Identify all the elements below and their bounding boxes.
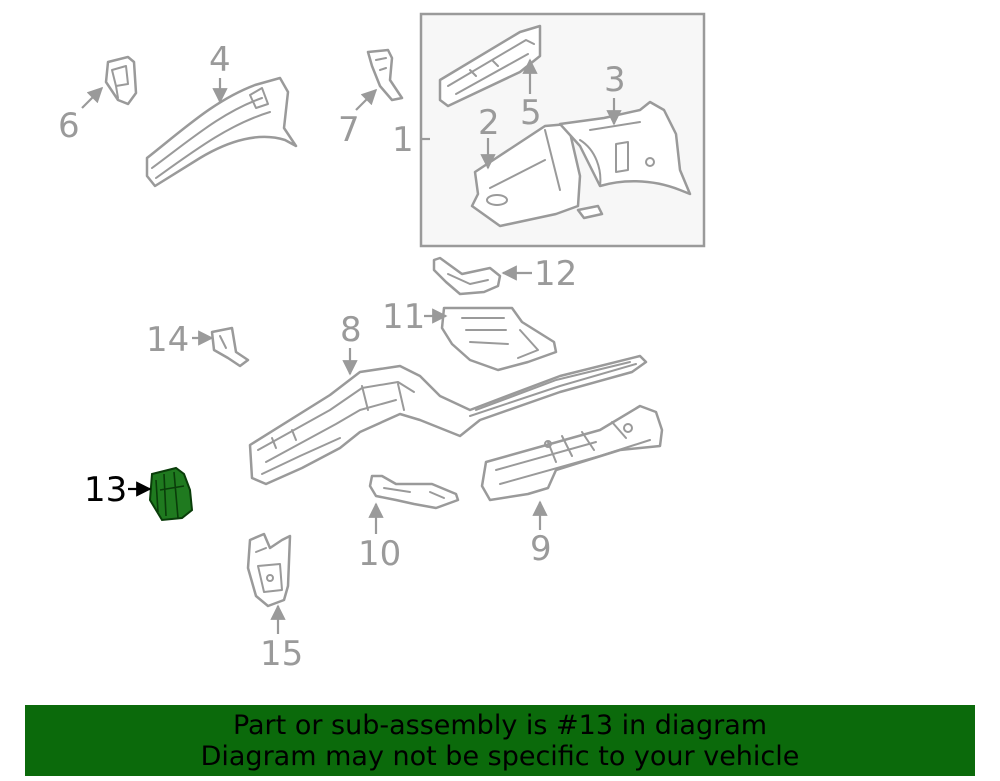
- part-15-bracket[interactable]: [246, 532, 292, 608]
- callout-12: 12: [534, 254, 577, 294]
- part-3-outer-wheelhouse[interactable]: [558, 100, 692, 196]
- callout-1: 1: [392, 120, 414, 160]
- callout-7: 7: [338, 110, 360, 150]
- callout-13: 13: [84, 470, 127, 510]
- part-11-floor-extension[interactable]: [440, 306, 558, 372]
- part-2-inner-wheelhouse[interactable]: [470, 122, 604, 228]
- part-10-bracket[interactable]: [368, 474, 460, 510]
- part-12-bracket[interactable]: [432, 256, 502, 296]
- callout-3: 3: [604, 60, 626, 100]
- callout-4: 4: [209, 40, 231, 80]
- part-4-wheelhouse-panel[interactable]: [145, 76, 298, 188]
- info-banner: Part or sub-assembly is #13 in diagram D…: [25, 705, 975, 776]
- banner-line-1: Part or sub-assembly is #13 in diagram: [232, 710, 768, 741]
- banner-line-2: Diagram may not be specific to your vehi…: [200, 741, 800, 772]
- callout-2: 2: [478, 103, 500, 143]
- parts-diagram: 1 2 3 4 5 6 7 8 9 10 11 12 13 14 15: [58, 12, 706, 674]
- callout-5: 5: [520, 93, 542, 133]
- part-8-frame-rail[interactable]: [248, 354, 648, 486]
- part-14-bracket[interactable]: [210, 326, 250, 368]
- callout-15: 15: [260, 634, 303, 674]
- part-6-bracket[interactable]: [104, 55, 138, 106]
- part-7-bracket[interactable]: [366, 48, 404, 102]
- part-13-highlighted[interactable]: [148, 466, 194, 522]
- callout-11: 11: [382, 297, 425, 337]
- leader-lines: [81, 58, 622, 634]
- callout-14: 14: [146, 320, 189, 360]
- callout-6: 6: [58, 106, 80, 146]
- callout-9: 9: [530, 529, 552, 569]
- callout-10: 10: [358, 534, 401, 574]
- part-9-side-member[interactable]: [480, 404, 664, 502]
- callout-8: 8: [340, 310, 362, 350]
